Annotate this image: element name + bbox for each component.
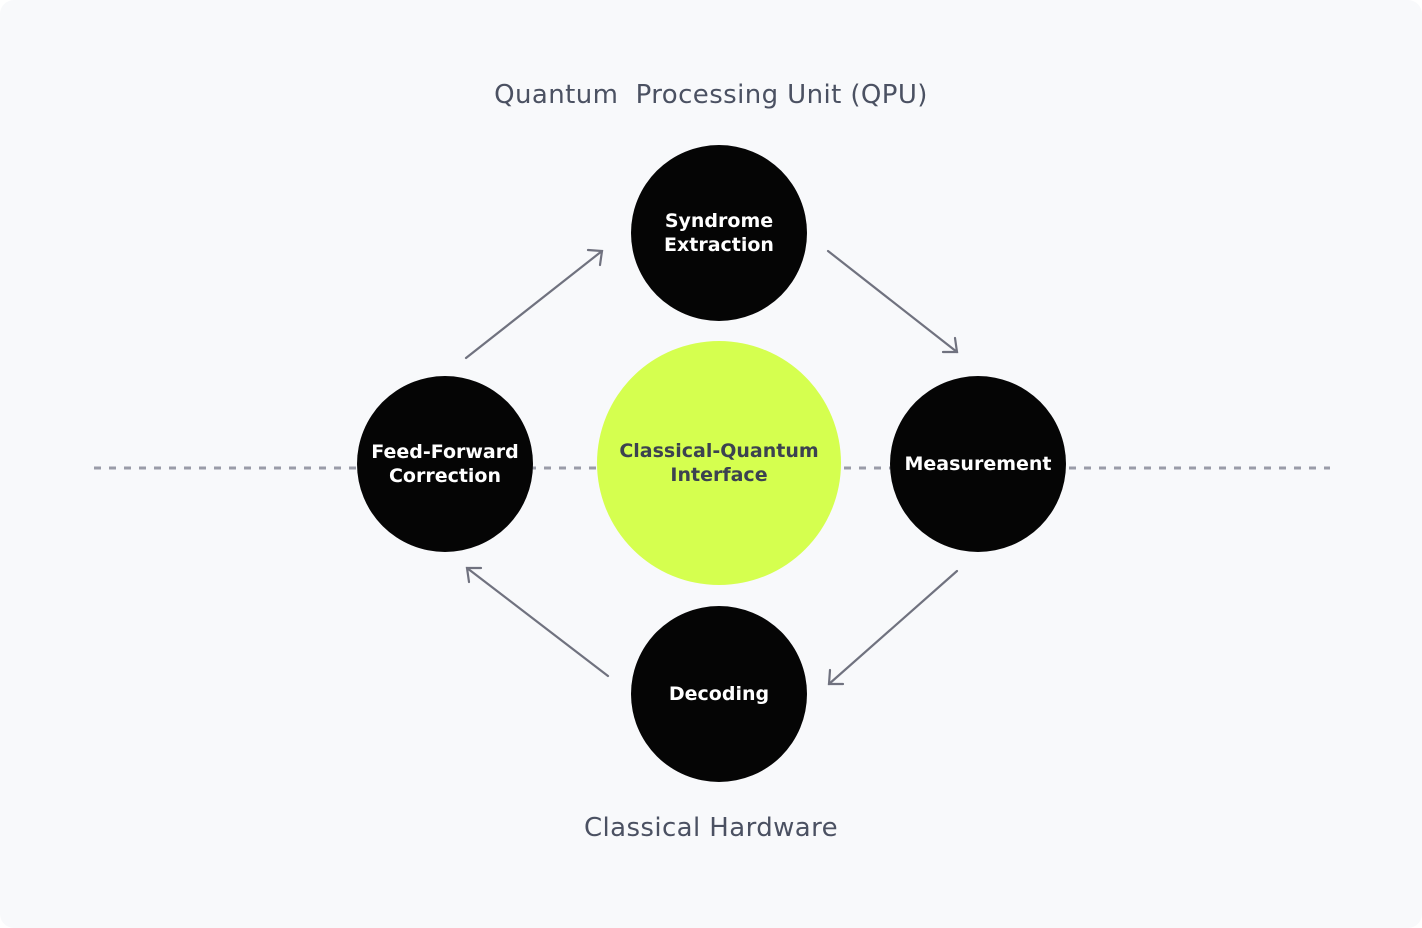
syndrome-node-label: Syndrome Extraction (664, 210, 774, 256)
arrow-measurement-to-decoding (827, 569, 959, 686)
interface-node-label: Classical-Quantum Interface (619, 440, 819, 486)
qpu-section-label: Quantum Processing Unit (QPU) (494, 80, 928, 110)
arrow-syndrome-to-measurement (826, 249, 959, 354)
classical-quantum-interface-node: Classical-Quantum Interface (597, 341, 841, 585)
arrow-feedforward-to-syndrome (464, 248, 604, 360)
decoding-node-label: Decoding (668, 683, 770, 705)
measurement-node-label: Measurement (904, 453, 1052, 475)
feedforward-node-label: Feed-Forward Correction (371, 441, 519, 487)
measurement-node: Measurement (890, 376, 1066, 552)
decoding-node: Decoding (631, 606, 807, 782)
classical-hardware-section-label: Classical Hardware (583, 813, 839, 843)
syndrome-extraction-node: Syndrome Extraction (631, 145, 807, 321)
arrow-decoding-to-feedforward (465, 566, 610, 678)
feed-forward-correction-node: Feed-Forward Correction (357, 376, 533, 552)
